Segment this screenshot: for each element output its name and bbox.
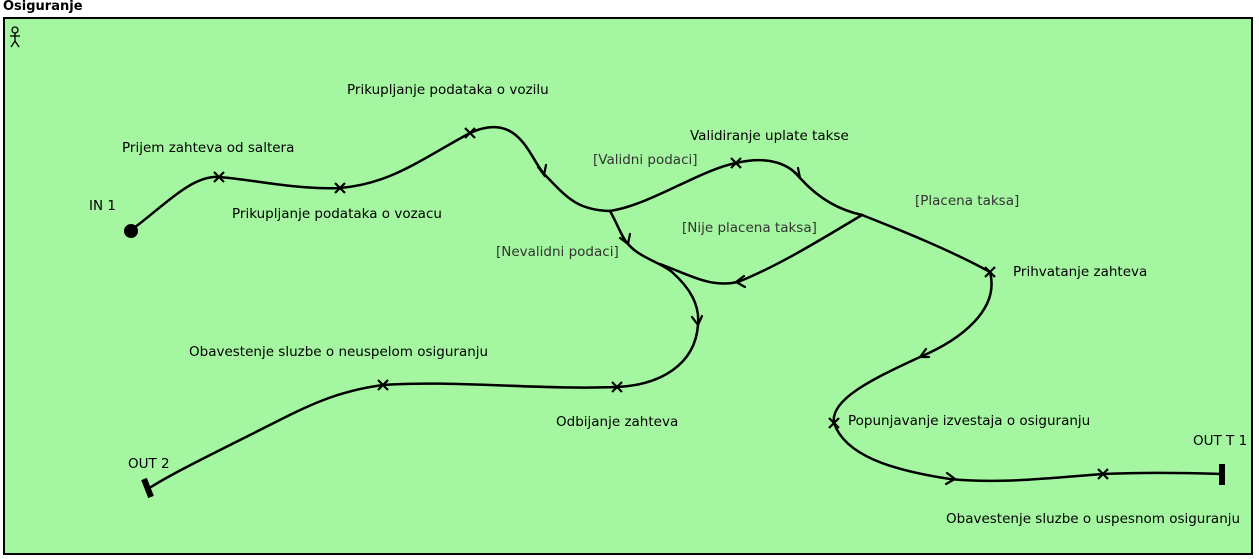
flow-accept-to-report <box>832 270 993 425</box>
step-marker <box>828 417 840 429</box>
flow-paid-branch <box>860 213 992 274</box>
step-label: Popunjavanje izvestaja o osiguranju <box>848 413 1091 429</box>
arrow-head <box>733 274 747 289</box>
guard-label: [Nevalidni podaci] <box>496 244 619 260</box>
step-marker <box>334 182 346 194</box>
step-label: Prikupljanje podataka o vozacu <box>232 206 442 222</box>
step-marker <box>377 379 389 391</box>
end-node-out-2 <box>141 477 154 499</box>
arrow-head <box>790 166 802 182</box>
diagram-frame <box>3 17 1253 555</box>
flow-valid-branch <box>608 158 864 217</box>
step-label: Obavestenje sluzbe o uspesnom osiguranju <box>946 511 1241 527</box>
step-label: Prihvatanje zahteva <box>1013 264 1148 280</box>
step-marker <box>1097 468 1109 480</box>
actor-icon <box>10 26 20 48</box>
step-label: Prikupljanje podataka o vozilu <box>347 82 549 98</box>
step-marker <box>730 157 742 169</box>
arrow-head <box>917 347 931 359</box>
step-label: Obavestenje sluzbe o neuspelom osiguranj… <box>189 344 489 360</box>
step-marker <box>984 266 996 278</box>
start-label: IN 1 <box>89 198 116 214</box>
arrow-head <box>690 314 704 328</box>
end-label-out-2: OUT 2 <box>128 456 170 472</box>
arrow-head <box>536 163 548 178</box>
step-marker <box>611 381 623 393</box>
end-label-out-t-1: OUT T 1 <box>1193 433 1248 449</box>
arrow-head <box>618 232 632 246</box>
flow-report-to-success <box>832 421 1224 483</box>
step-marker <box>213 171 225 183</box>
arrow-head <box>944 471 958 486</box>
step-label: Odbijanje zahteva <box>556 414 679 430</box>
guard-label: [Placena taksa] <box>915 193 1020 209</box>
guard-label: [Validni podaci] <box>593 152 698 168</box>
step-label: Validiranje uplate takse <box>690 128 849 144</box>
frame-title: Osiguranje <box>3 0 83 14</box>
guard-label: [Nije placena taksa] <box>682 220 817 236</box>
step-label: Prijem zahteva od saltera <box>122 140 295 156</box>
start-node <box>124 224 138 238</box>
flow-reject-to-failure <box>149 382 619 489</box>
step-marker <box>464 127 476 139</box>
flow-invalid-branch <box>608 209 700 389</box>
